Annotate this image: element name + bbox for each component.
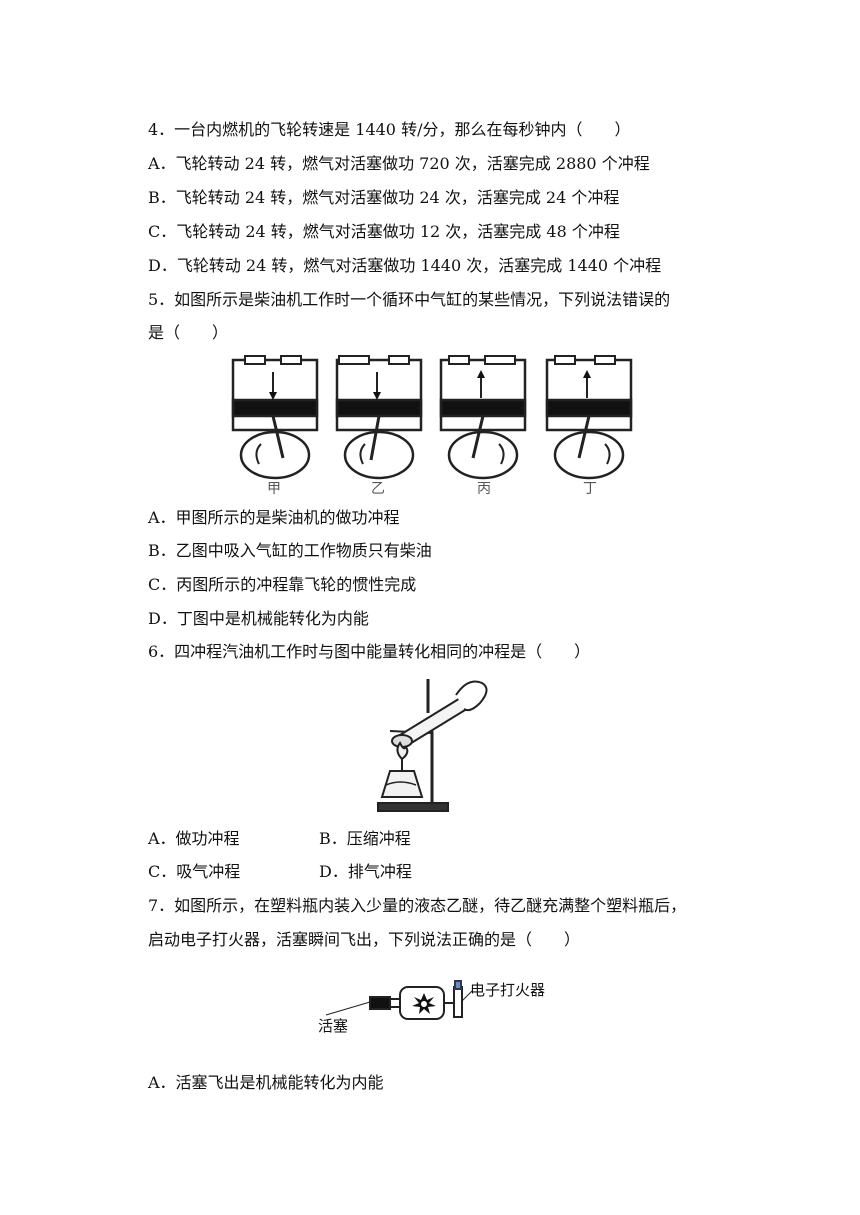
- q6-stem: 6．四冲程汽油机工作时与图中能量转化相同的冲程是（ ）: [148, 642, 591, 661]
- q4-option-c: C．飞轮转动 24 转，燃气对活塞做功 12 次，活塞完成 48 个冲程: [148, 222, 620, 241]
- q6-option-d: D．排气冲程: [319, 862, 412, 881]
- q5-option-b: B．乙图中吸入气缸的工作物质只有柴油: [148, 541, 432, 560]
- label-bing: 丙: [477, 481, 491, 497]
- q4-option-b: B．飞轮转动 24 转，燃气对活塞做功 24 次，活塞完成 24 个冲程: [148, 188, 620, 207]
- q4-option-a: A．飞轮转动 24 转，燃气对活塞做功 720 次，活塞完成 2880 个冲程: [148, 154, 650, 173]
- cylinder-yi: [335, 355, 423, 480]
- q5-option-d: D．丁图中是机械能转化为内能: [148, 609, 369, 628]
- q4-option-d: D．飞轮转动 24 转，燃气对活塞做功 1440 次，活塞完成 1440 个冲程: [148, 256, 662, 275]
- plastic-bottle-igniter-figure: 电子打火器 活塞: [312, 975, 562, 1040]
- igniter-label: 电子打火器: [470, 981, 546, 999]
- label-ding: 丁: [583, 481, 597, 497]
- q7-stem-line2: 启动电子打火器，活塞瞬间飞出，下列说法正确的是（ ）: [148, 930, 581, 949]
- diesel-cylinder-figure: 甲 乙 丙 丁: [225, 352, 645, 497]
- q6-option-b: B．压缩冲程: [319, 829, 411, 848]
- q5-option-a: A．甲图所示的是柴油机的做功冲程: [148, 508, 400, 527]
- q6-option-c: C．吸气冲程: [148, 862, 241, 881]
- cylinder-bing: [439, 355, 527, 480]
- q4-stem: 4．一台内燃机的飞轮转速是 1440 转/分，那么在每秒钟内（ ）: [148, 120, 631, 139]
- piston-label: 活塞: [318, 1017, 349, 1035]
- label-jia: 甲: [267, 481, 281, 497]
- cylinder-jia: [231, 355, 319, 480]
- q5-option-c: C．丙图所示的冲程靠飞轮的惯性完成: [148, 575, 417, 594]
- q7-stem-line1: 7．如图所示，在塑料瓶内装入少量的液态乙醚，待乙醚充满整个塑料瓶后，: [148, 896, 687, 915]
- q6-option-a: A．做功冲程: [148, 829, 240, 848]
- label-yi: 乙: [371, 481, 385, 497]
- cylinder-ding: [545, 355, 633, 480]
- test-tube-experiment-figure: [370, 673, 500, 818]
- q7-option-a: A．活塞飞出是机械能转化为内能: [148, 1073, 384, 1092]
- q5-stem-line1: 5．如图所示是柴油机工作时一个循环中气缸的某些情况，下列说法错误的: [148, 290, 671, 309]
- q5-stem-line2: 是（ ）: [148, 323, 229, 342]
